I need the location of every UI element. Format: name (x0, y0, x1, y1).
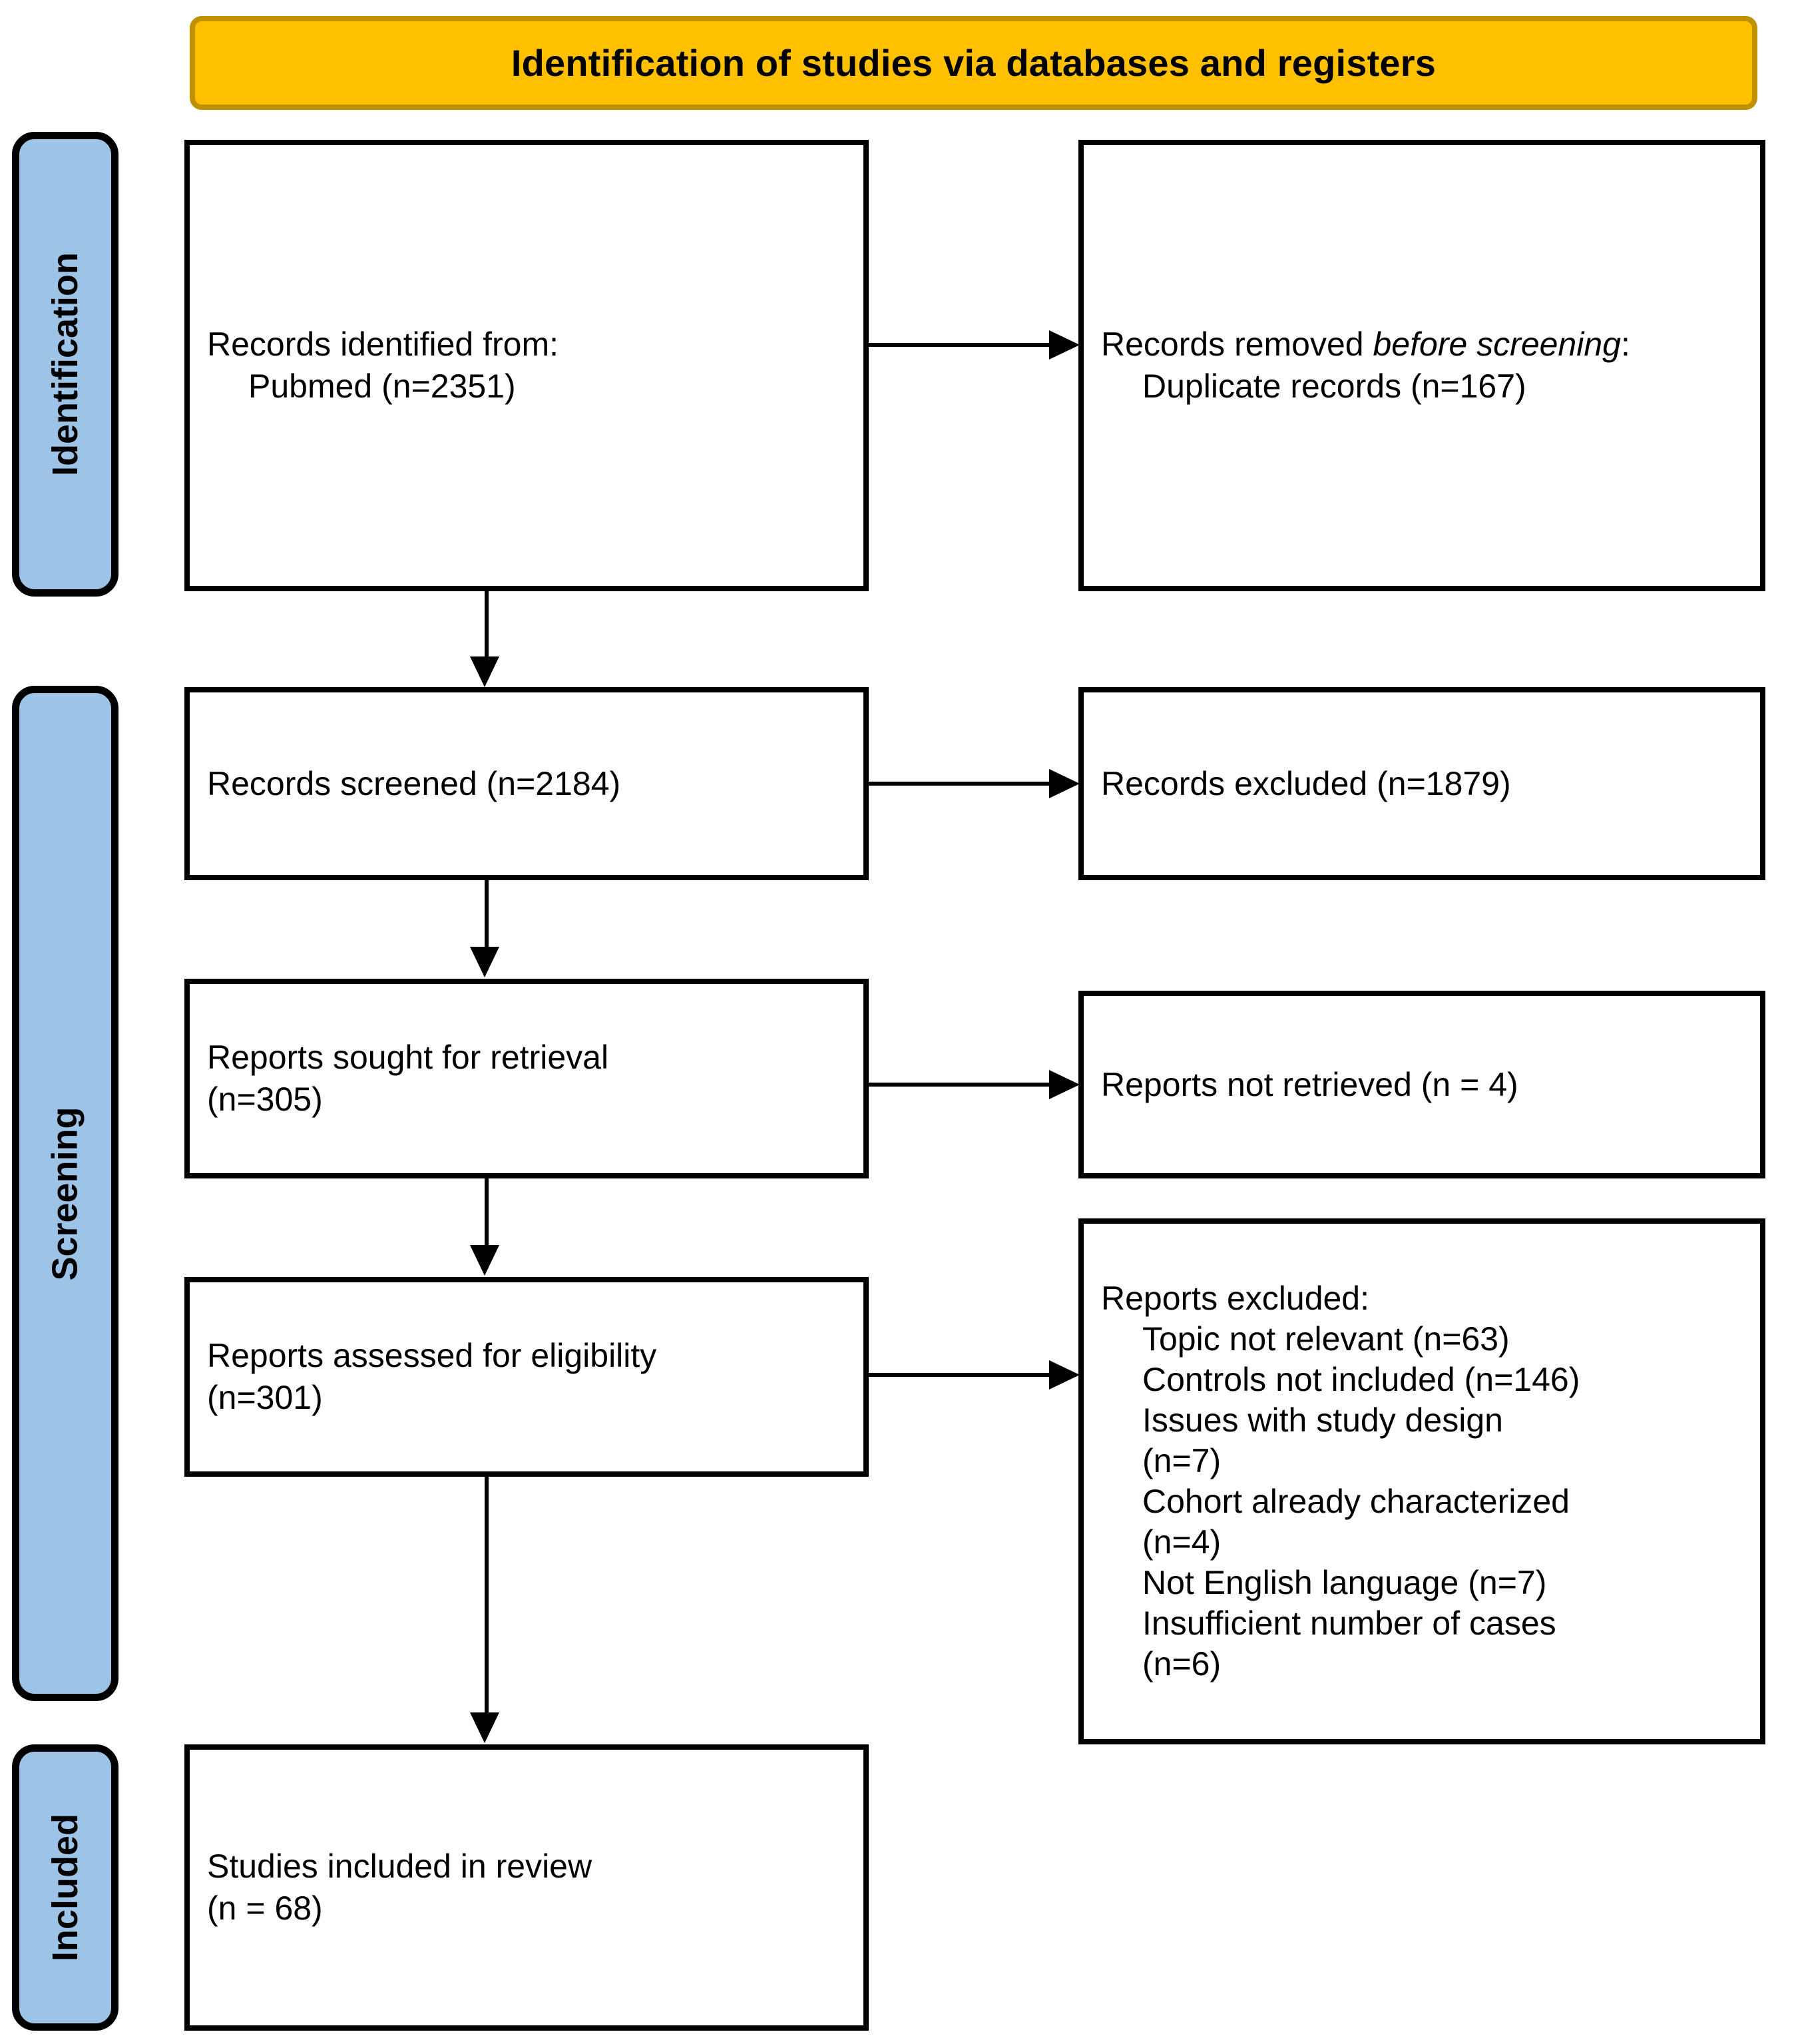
box-records-identified: Records identified from: Pubmed (n=2351) (184, 140, 869, 591)
box-reports-assessed-text: Reports assessed for eligibility (n=301) (190, 1335, 863, 1419)
box-reports-excluded: Reports excluded:Topic not relevant (n=6… (1078, 1218, 1765, 1744)
arrow-sought-to-assessed-head-icon (470, 1245, 499, 1276)
arrow-assessed-to-reports-excluded-head-icon (1049, 1360, 1080, 1390)
box-records-removed-before-screening: Records removed before screening: Duplica… (1078, 140, 1765, 591)
arrow-screened-to-records-excluded-head-icon (1049, 769, 1080, 798)
box-records-identified-text: Records identified from: Pubmed (n=2351) (190, 324, 863, 407)
studies-included-line2: (n = 68) (207, 1890, 323, 1927)
arrow-screened-to-sought-line (485, 880, 489, 947)
box-records-excluded-text: Records excluded (n=1879) (1084, 763, 1760, 805)
box-studies-included-in-review: Studies included in review (n = 68) (184, 1744, 869, 2031)
arrow-identified-to-removed-head-icon (1049, 330, 1080, 360)
records-removed-italic: before screening (1373, 326, 1621, 363)
arrow-sought-to-not-retrieved-head-icon (1049, 1070, 1080, 1099)
reports-excluded-reason: Controls not included (n=146) (1142, 1361, 1580, 1398)
records-screened-line1: Records screened (n=2184) (207, 764, 621, 802)
reports-excluded-reason: Not English language (n=7) (1142, 1564, 1547, 1601)
arrow-screened-to-sought-head-icon (470, 947, 499, 977)
phase-tab-identification-label: Identification (45, 252, 85, 476)
arrow-identified-to-screened-line (485, 591, 489, 656)
reports-excluded-reason: Issues with study design (1142, 1402, 1503, 1439)
reports-excluded-reason: Topic not relevant (n=63) (1142, 1320, 1510, 1358)
phase-tab-identification: Identification (12, 132, 118, 597)
box-reports-sought-text: Reports sought for retrieval (n=305) (190, 1037, 863, 1121)
records-removed-prefix: Records removed (1101, 326, 1373, 363)
reports-excluded-reason: Insufficient number of cases (1142, 1605, 1556, 1642)
arrow-screened-to-records-excluded-line (869, 782, 1049, 786)
phase-tab-screening: Screening (12, 686, 118, 1701)
records-identified-line2: Pubmed (n=2351) (248, 368, 516, 405)
records-excluded-line1: Records excluded (n=1879) (1101, 764, 1511, 802)
arrow-identified-to-screened-head-icon (470, 656, 499, 687)
box-reports-sought-for-retrieval: Reports sought for retrieval (n=305) (184, 979, 869, 1178)
arrow-identified-to-removed-line (869, 343, 1049, 347)
box-reports-not-retrieved-text: Reports not retrieved (n = 4) (1084, 1064, 1760, 1106)
box-reports-not-retrieved: Reports not retrieved (n = 4) (1078, 991, 1765, 1178)
arrow-sought-to-not-retrieved-line (869, 1083, 1049, 1087)
reports-excluded-reason: Cohort already characterized (1142, 1483, 1570, 1520)
phase-tab-screening-label: Screening (45, 1106, 85, 1281)
phase-tab-included: Included (12, 1744, 118, 2031)
reports-excluded-reason: (n=6) (1142, 1645, 1222, 1682)
box-studies-included-text: Studies included in review (n = 68) (190, 1846, 863, 1929)
reports-sought-line2: (n=305) (207, 1081, 323, 1118)
box-records-screened: Records screened (n=2184) (184, 687, 869, 880)
phase-tab-included-label: Included (45, 1813, 86, 1962)
box-reports-assessed-for-eligibility: Reports assessed for eligibility (n=301) (184, 1277, 869, 1477)
box-records-excluded: Records excluded (n=1879) (1078, 687, 1765, 880)
box-reports-excluded-text: Reports excluded:Topic not relevant (n=6… (1084, 1278, 1760, 1684)
reports-sought-line1: Reports sought for retrieval (207, 1039, 609, 1076)
reports-assessed-line1: Reports assessed for eligibility (207, 1337, 657, 1374)
box-records-screened-text: Records screened (n=2184) (190, 763, 863, 805)
arrow-assessed-to-reports-excluded-line (869, 1373, 1049, 1377)
arrow-sought-to-assessed-line (485, 1178, 489, 1245)
records-identified-line1: Records identified from: (207, 326, 559, 363)
page-title: Identification of studies via databases … (511, 41, 1437, 84)
reports-excluded-reason: (n=7) (1142, 1442, 1222, 1479)
phase-header-banner: Identification of studies via databases … (190, 16, 1757, 110)
reports-assessed-line2: (n=301) (207, 1379, 323, 1416)
studies-included-line1: Studies included in review (207, 1848, 592, 1885)
reports-not-retrieved-line1: Reports not retrieved (n = 4) (1101, 1065, 1518, 1103)
arrow-assessed-to-included-head-icon (470, 1712, 499, 1743)
records-removed-line2: Duplicate records (n=167) (1142, 368, 1526, 405)
box-records-removed-text: Records removed before screening: Duplica… (1084, 324, 1760, 407)
reports-excluded-heading: Reports excluded: (1101, 1280, 1370, 1317)
reports-excluded-reason: (n=4) (1142, 1523, 1222, 1561)
arrow-assessed-to-included-line (485, 1477, 489, 1712)
records-removed-suffix: : (1620, 326, 1630, 363)
